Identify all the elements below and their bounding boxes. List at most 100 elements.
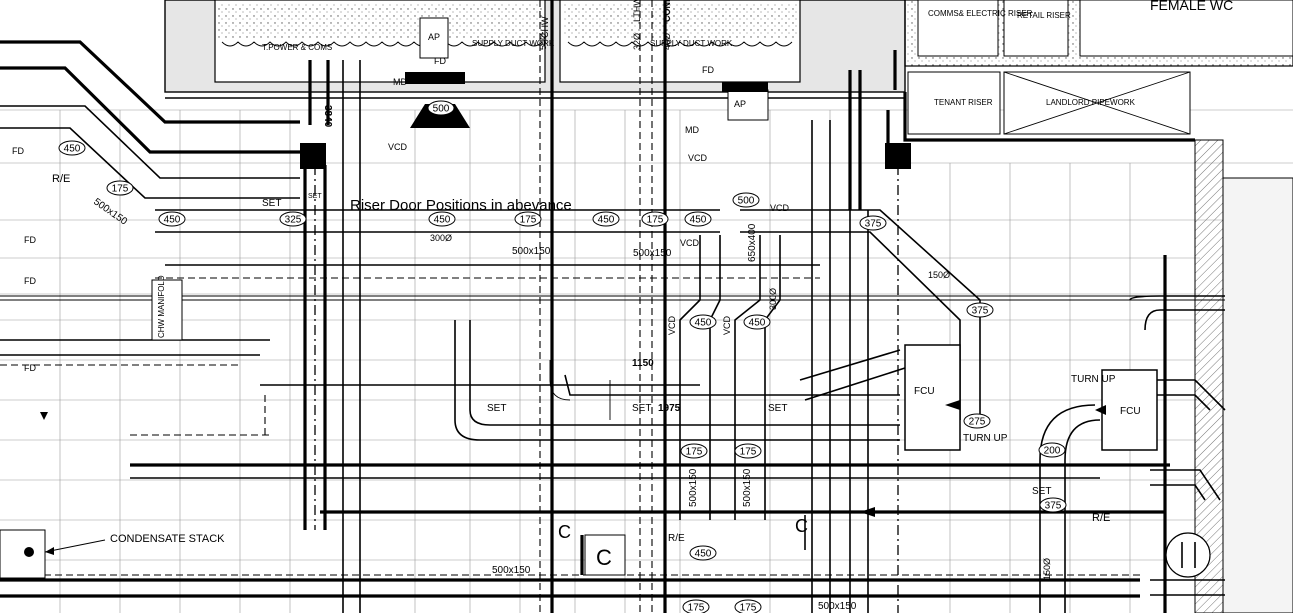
duct-tag-label-oval-500a: 500 [433,104,450,115]
supply-ductwork [0,40,1226,613]
duct-tag-label-oval-450b: 450 [164,215,181,226]
section-c-1: C [558,522,571,542]
duct-tag-oval-175c [641,211,669,227]
duct-tag-label-oval-175b: 175 [520,215,537,226]
duct-tag-oval-375c [1039,497,1067,513]
label-re-2: R/E [1092,512,1110,524]
duct-tag-label-oval-175d: 175 [686,447,703,458]
duct-tag-oval-375b [966,302,994,318]
duct-tag-oval-450a [58,140,86,156]
dim-650x400: 650x400 [747,223,758,262]
duct-tag-label-oval-325: 325 [285,215,302,226]
label-set-6: SET [308,193,322,200]
female-wc-room [1079,0,1293,57]
dim-150: 150Ø [928,270,950,280]
section-c-3: C [596,545,612,570]
pipe-runs [0,264,1225,598]
title-riser-door: Riser Door Positions in abevance [350,197,572,214]
duct-tag-label-oval-450d: 450 [598,215,615,226]
duct-tag-oval-500b [732,192,760,208]
duct-tag-label-oval-450e: 450 [690,215,707,226]
duct-tag-label-oval-175c: 175 [647,215,664,226]
duct-tag-oval-450d [592,211,620,227]
label-re-1: R/E [52,173,70,185]
duct-tag-label-oval-450g: 450 [749,318,766,329]
label-set-3: SET [632,403,651,414]
label-chw-manifold: CHW MANIFOLD [157,275,166,338]
pipe-40: 40Ø [662,33,672,50]
duct-tag-label-oval-175f: 175 [688,603,705,613]
duct-tag-oval-500a [427,100,455,116]
condensate-stack-symbol [24,547,34,557]
duct-tag-label-oval-200: 200 [1044,446,1061,457]
duct-tag-oval-450c [428,211,456,227]
duct-tag-oval-175e [734,443,762,459]
room-landlord-pipework: LANDLORD PIPEWORK [1046,98,1136,107]
column-left [300,143,326,169]
duct-tag-oval-200 [1038,442,1066,458]
duct-tag-oval-450h [689,545,717,561]
duct-tag-label-oval-175a: 175 [112,184,129,195]
ap-box-1 [419,17,449,59]
duct-tag-oval-325 [279,211,307,227]
label-vcd-5: VCD [667,315,677,335]
label-fcu-1: FCU [914,386,935,397]
chw-manifold-box [151,279,183,341]
duct-tag-label-oval-375a: 375 [865,219,882,230]
label-fd-3: FD [24,276,36,286]
label-set-4: SET [768,403,787,414]
duct-tag-label-oval-275: 275 [969,417,986,428]
label-md-2: MD [685,125,699,135]
label-cond: COND [662,0,672,22]
duct-tag-oval-450e [684,211,712,227]
dim-300b: 300Ø [768,288,778,310]
pipe-50: 50Ø [538,33,548,50]
label-ap-1: AP [428,32,440,42]
label-set-1: SET [262,198,281,209]
room-female-wc: FEMALE WC [1150,0,1233,13]
duct-tag-label-oval-450c: 450 [434,215,451,226]
duct-tag-oval-175g [734,599,762,613]
duct-tag-label-oval-450h: 450 [695,549,712,560]
dim-1975: 1975 [658,403,681,414]
label-set-2: SET [487,403,506,414]
dim-500x150-1: 500x150 [512,246,551,257]
room-retail-riser: RETAIL RISER [1017,11,1071,20]
room-comms-riser: COMMS& ELECTRIC RISER [928,9,1033,18]
section-c-2: C [795,516,808,536]
label-vcd-2: VCD [688,153,708,163]
duct-tag-oval-450f [689,314,717,330]
duct-tag-oval-175b [514,211,542,227]
comms-riser-room [917,0,999,57]
duct-tag-oval-275 [963,413,991,429]
dim-150b: 150Ø [1042,558,1052,580]
dim-500x150-3: 500x150 [91,196,129,227]
dim-500x150-4: 500x150 [492,565,531,576]
label-fd-2: FD [24,235,36,245]
dim-500x150-v1: 500x150 [688,468,699,507]
duct-tag-label-oval-375c: 375 [1045,501,1062,512]
duct-tag-oval-175d [680,443,708,459]
room-tenant-riser: TENANT RISER [934,98,993,107]
duct-tag-oval-175a [106,180,134,196]
pipe-32: 32Ø [632,33,642,50]
supply-diffuser-top [410,104,470,128]
label-supply-duct-2: SUPPLY DUCT WORK [650,39,733,48]
retail-riser-room [1003,0,1069,57]
duct-tag-label-oval-175e: 175 [740,447,757,458]
room-power-coms: T.POWER & COMS [262,43,332,52]
label-vcd-3: VCD [770,203,790,213]
label-vcd-4: VCD [680,238,700,248]
label-supply-duct-1: SUPPLY DUCT WORK [472,39,555,48]
duct-tag-label-oval-450f: 450 [695,318,712,329]
label-vcd-1: VCD [388,142,408,152]
fitting-circle [1165,532,1211,578]
label-fd-top-1: FD [434,56,446,66]
label-fcu-2: FCU [1120,406,1141,417]
label-turn-up-1: TURN UP [963,433,1008,444]
duct-tag-oval-450b [158,211,186,227]
dim-1150: 1150 [632,358,654,369]
tenant-riser-room [907,71,1001,135]
label-ap-2: AP [734,99,746,109]
